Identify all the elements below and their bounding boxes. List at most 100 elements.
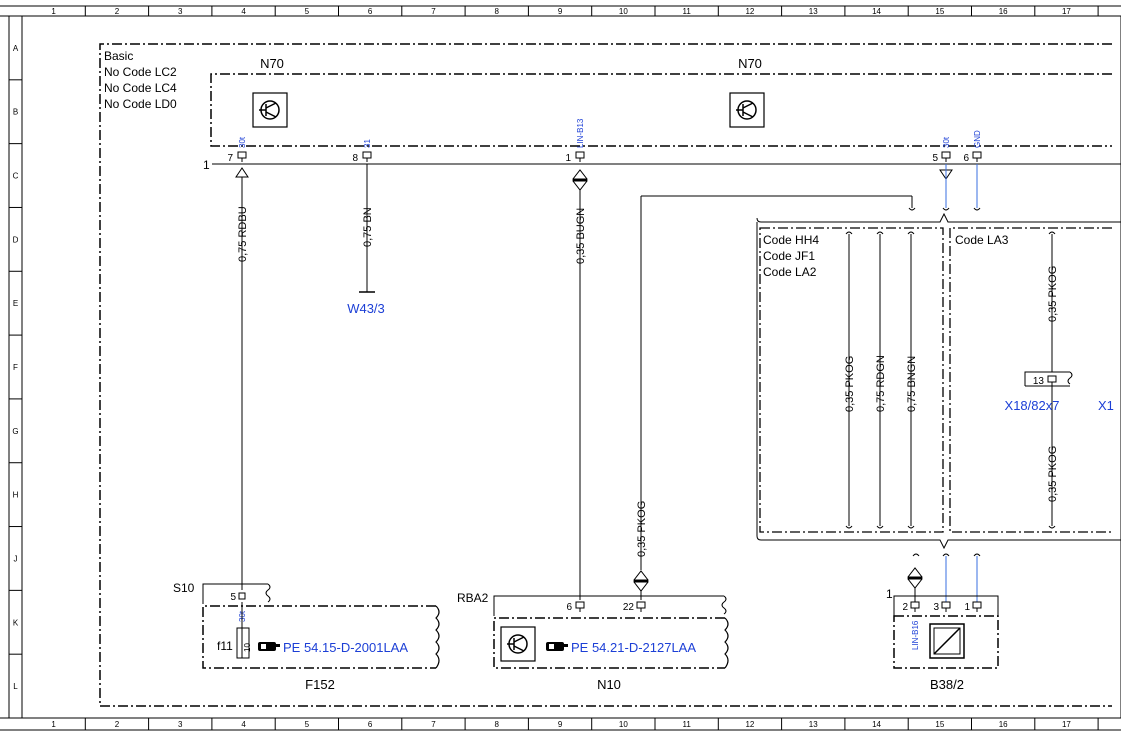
col-label: 3 — [178, 720, 183, 729]
s10-pin: 5 — [230, 592, 236, 603]
col-label: 8 — [495, 7, 500, 16]
col-label: 14 — [872, 7, 881, 16]
b38-frame — [893, 615, 999, 669]
code-la3: Code LA3 — [955, 233, 1009, 247]
f152-label: F152 — [305, 677, 335, 692]
column-ruler: 1122334455667788991010111112121313141415… — [51, 6, 1099, 730]
col-label: 14 — [872, 720, 881, 729]
row-label: L — [13, 682, 18, 691]
n10-pin-6: 6 — [566, 602, 572, 613]
code-jf1: Code JF1 — [763, 249, 815, 263]
row-label: E — [13, 299, 18, 308]
x18-pin: 13 — [1033, 376, 1045, 387]
fuse-f11 — [236, 627, 250, 659]
signal-lin-b13: LIN-B13 — [576, 118, 585, 148]
col-label: 16 — [999, 720, 1008, 729]
col-label: 5 — [305, 7, 310, 16]
wire-label-bn: 0,75 BN — [362, 207, 374, 247]
basic-frame — [99, 43, 1112, 707]
code-box-right — [949, 227, 1112, 533]
b38-num: 1 — [886, 587, 893, 601]
frame-code-basic: Basic — [104, 49, 133, 63]
frame-code-lc4: No Code LC4 — [104, 81, 177, 95]
col-label: 1 — [51, 720, 56, 729]
col-label: 3 — [178, 7, 183, 16]
col-label: 8 — [495, 720, 500, 729]
col-label: 12 — [745, 7, 754, 16]
x18-link[interactable]: X18/82x7 — [1005, 398, 1060, 413]
col-label: 17 — [1062, 720, 1071, 729]
col-label: 13 — [809, 720, 818, 729]
wire-label-pkog-n10: 0,35 PKOG — [636, 501, 648, 557]
signal-lin-b16: LIN-B16 — [911, 620, 920, 650]
n10-transistor-icon — [500, 626, 536, 662]
x1-link-partial[interactable]: X1 — [1098, 398, 1114, 413]
wire-label-bngn: 0,75 BNGN — [906, 356, 918, 412]
pointing-hand-icon-n10 — [546, 642, 568, 651]
s10-label: S10 — [173, 581, 195, 595]
pin-1: 1 — [565, 153, 571, 164]
pointing-hand-icon — [258, 642, 280, 651]
code-hh4: Code HH4 — [763, 233, 819, 247]
col-label: 9 — [558, 7, 563, 16]
row-label: C — [13, 172, 19, 181]
code-box-left — [759, 227, 944, 533]
col-label: 15 — [935, 720, 944, 729]
col-label: 4 — [241, 7, 246, 16]
n10-frame — [493, 617, 725, 669]
b38-pin-3: 3 — [933, 602, 939, 613]
col-label: 2 — [115, 720, 120, 729]
col-label: 7 — [431, 7, 436, 16]
row-label: B — [13, 108, 18, 117]
col-label: 10 — [619, 720, 628, 729]
pin-5: 5 — [932, 153, 938, 164]
col-label: 12 — [745, 720, 754, 729]
col-label: 6 — [368, 720, 373, 729]
frame-code-lc2: No Code LC2 — [104, 65, 177, 79]
bus-number: 1 — [203, 158, 210, 172]
wire-label-rdgn: 0,75 RDGN — [875, 355, 887, 412]
col-label: 7 — [431, 720, 436, 729]
n70-transistor-icon-right — [729, 92, 765, 128]
row-label: D — [13, 235, 19, 244]
row-label: A — [13, 44, 19, 53]
row-label: H — [13, 491, 19, 500]
f152-ref-link[interactable]: PE 54.15-D-2001LAA — [283, 640, 408, 655]
rba2-label: RBA2 — [457, 591, 489, 605]
row-label: J — [14, 554, 18, 563]
n70-module-frame — [210, 73, 1112, 147]
wire-label-pkog-a: 0,35 PKOG — [844, 356, 856, 412]
signal-gnd: GND — [973, 130, 982, 148]
n70-transistor-icon — [252, 92, 288, 128]
n10-label: N10 — [597, 677, 621, 692]
n10-ref-link[interactable]: PE 54.21-D-2127LAA — [571, 640, 696, 655]
col-label: 16 — [999, 7, 1008, 16]
f11-label: f11 — [217, 639, 233, 653]
col-label: 11 — [682, 7, 691, 16]
col-label: 2 — [115, 7, 120, 16]
n70-right-label: N70 — [738, 56, 762, 71]
col-label: 5 — [305, 720, 310, 729]
n70-left-label: N70 — [260, 56, 284, 71]
row-label: F — [13, 363, 18, 372]
col-label: 9 — [558, 720, 563, 729]
signal-30t-a: 30t — [238, 136, 247, 148]
col-label: 6 — [368, 7, 373, 16]
col-label: 15 — [935, 7, 944, 16]
col-label: 13 — [809, 7, 818, 16]
row-label: G — [12, 427, 18, 436]
w43-link[interactable]: W43/3 — [347, 301, 385, 316]
pin-6: 6 — [963, 153, 969, 164]
f152-frame — [202, 605, 436, 669]
wire-label-bugn: 0,35 BUGN — [575, 208, 587, 264]
col-label: 1 — [51, 7, 56, 16]
col-label: 10 — [619, 7, 628, 16]
wire-label-rdbu: 0,75 RDBU — [237, 206, 249, 262]
signal-30t-b: 30t — [942, 136, 951, 148]
col-label: 4 — [241, 720, 246, 729]
pin-7: 7 — [227, 153, 233, 164]
code-la2: Code LA2 — [763, 265, 817, 279]
f11-pin: 10 — [243, 643, 252, 652]
